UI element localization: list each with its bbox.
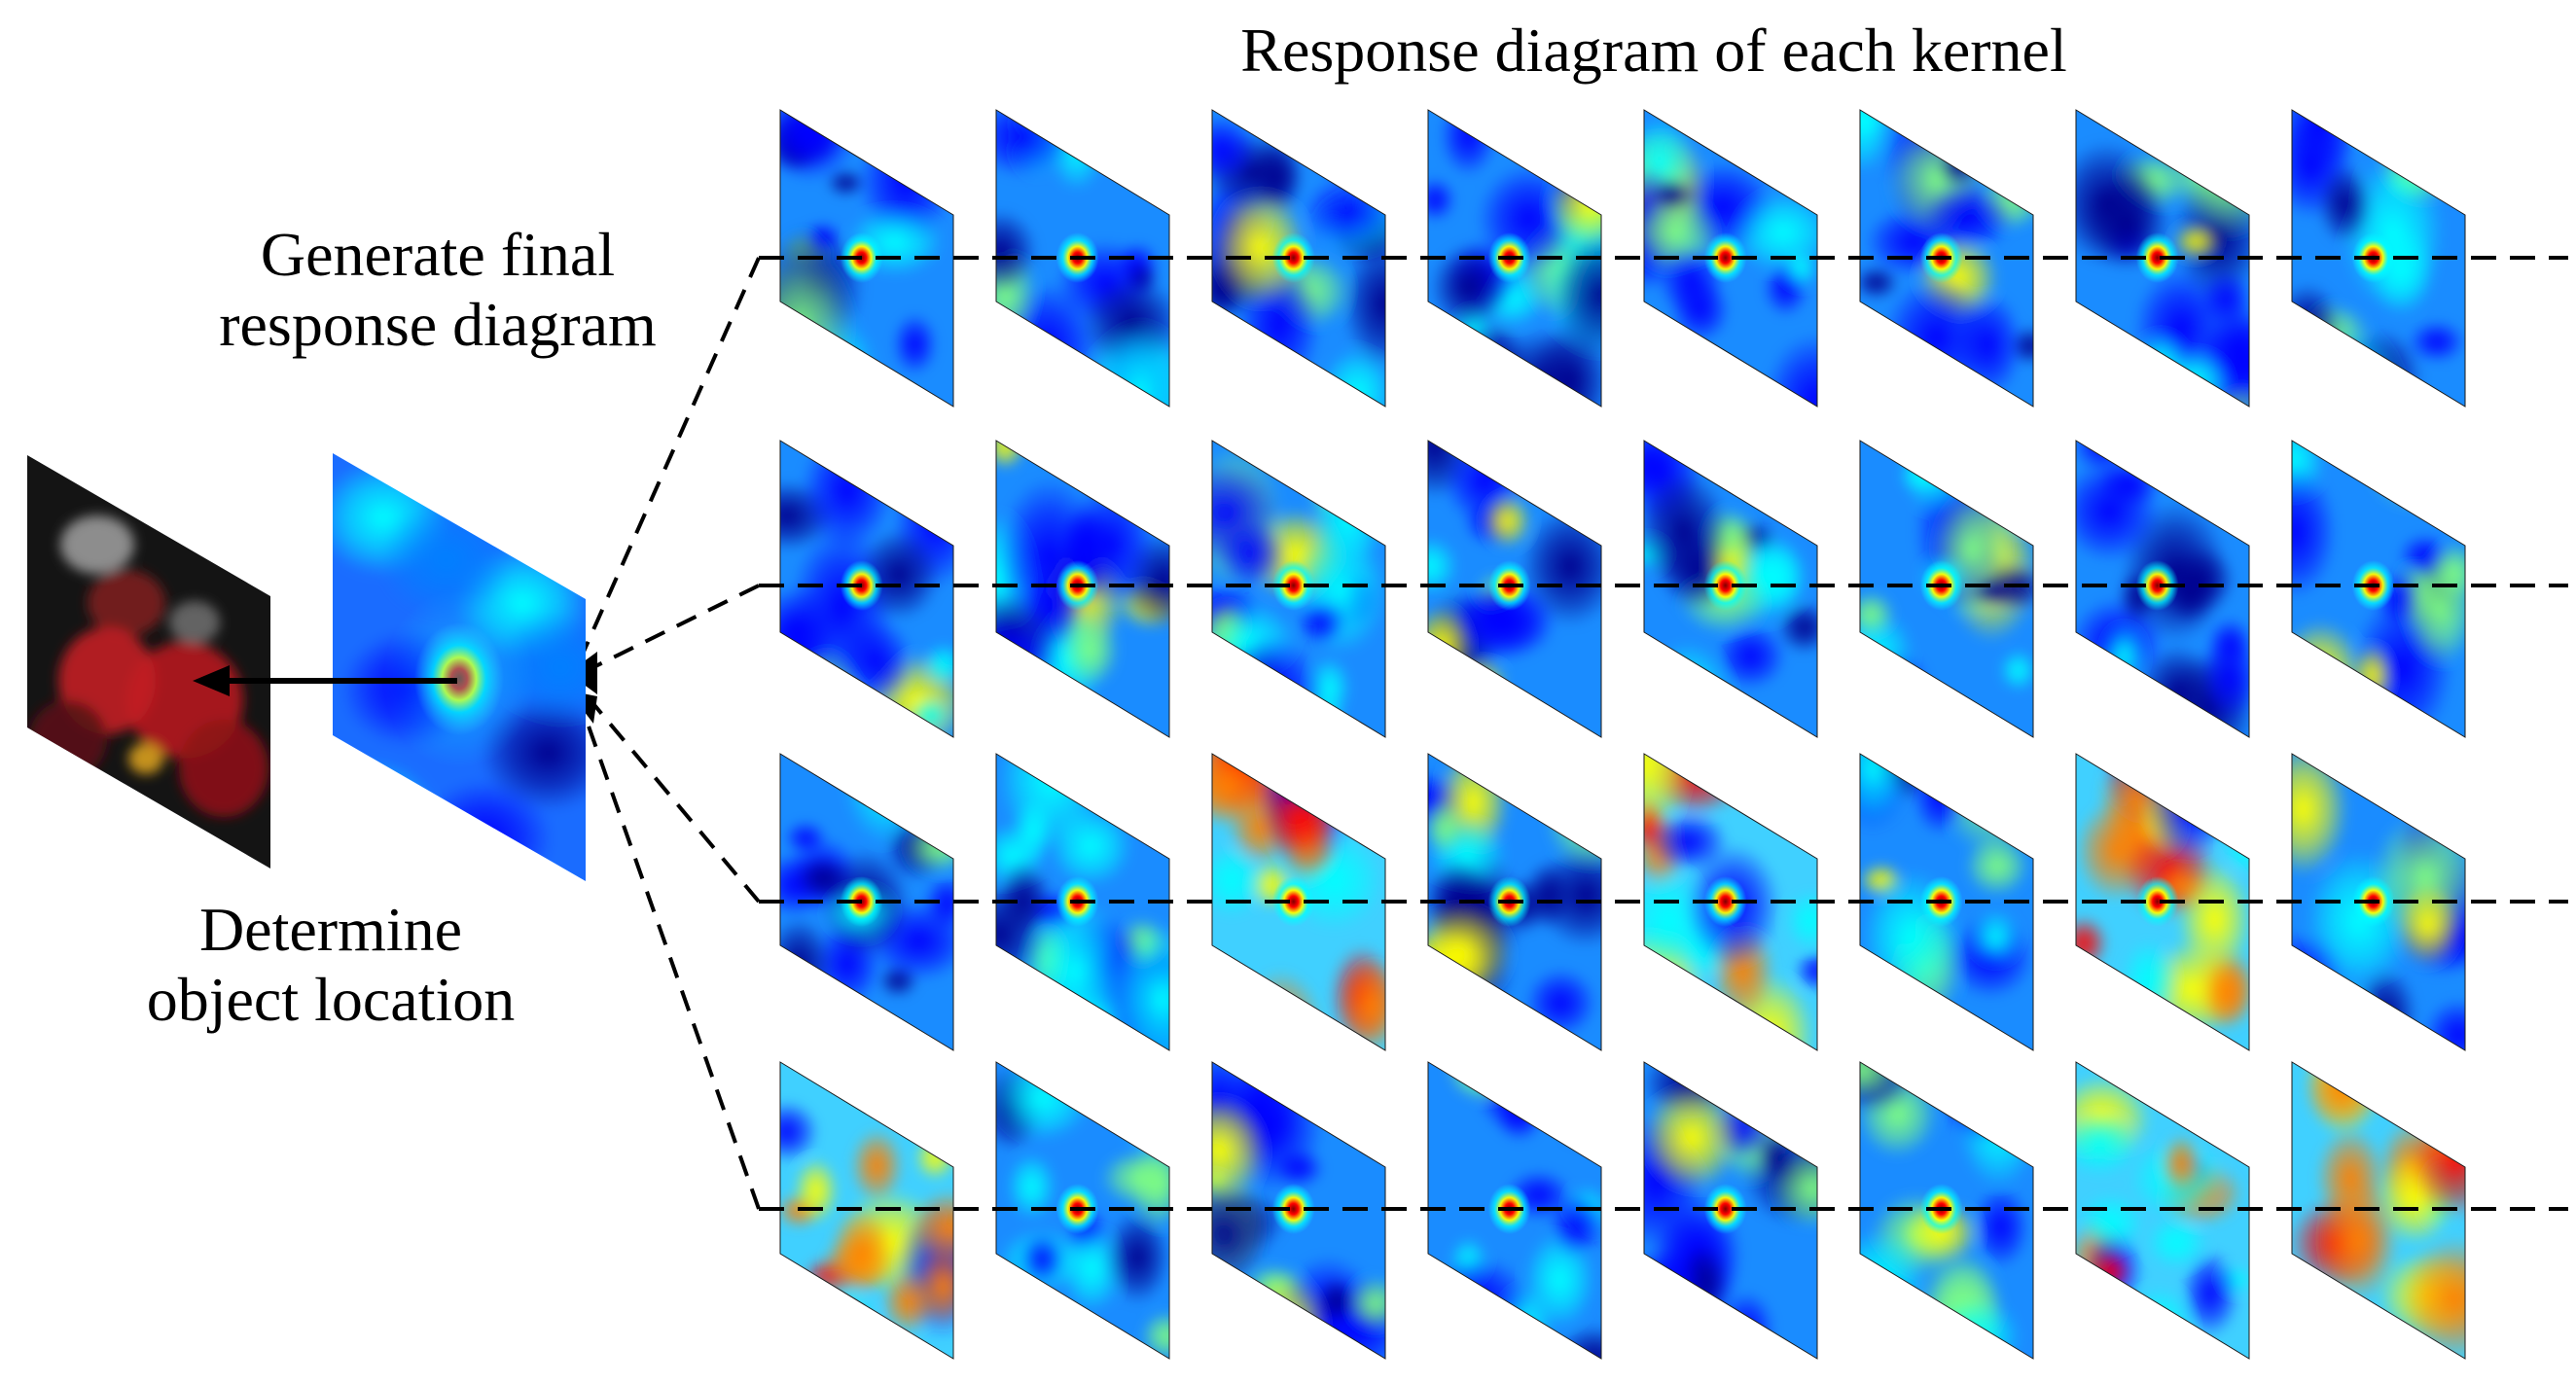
kernel-response-map-r1-c2 <box>996 110 1169 407</box>
kernel-response-map-r4-c3 <box>1212 1062 1385 1359</box>
kernel-response-map-r3-c7 <box>2076 754 2249 1050</box>
connector-line-2 <box>579 584 760 676</box>
kernel-response-map-r1-c3 <box>1212 110 1385 407</box>
connector-line-3 <box>578 686 761 904</box>
kernel-response-map-r3-c3 <box>1212 754 1385 1050</box>
kernel-response-map-r1-c7 <box>2076 110 2249 407</box>
kernel-response-map-r3-c4 <box>1428 754 1601 1050</box>
kernel-response-map-r4-c7 <box>2076 1062 2249 1359</box>
input-video-frame <box>27 455 270 869</box>
generate-final-response-label: Generate final response diagram <box>156 220 720 360</box>
kernel-response-map-r2-c6 <box>1860 441 2033 737</box>
figure-title: Response diagram of each kernel <box>1240 16 2067 85</box>
kernel-response-map-r1-c4 <box>1428 110 1601 407</box>
kernel-response-map-r4-c8 <box>2292 1062 2465 1359</box>
kernel-response-map-r2-c5 <box>1644 441 1817 737</box>
kernel-response-map-r1-c8 <box>2292 110 2465 407</box>
kernel-response-map-r4-c4 <box>1428 1062 1601 1359</box>
kernel-response-map-r2-c1 <box>780 441 953 737</box>
determine-label-line-1: Determine <box>198 895 463 964</box>
final-response-map <box>333 453 586 881</box>
connector-line-1 <box>578 257 761 661</box>
kernel-response-map-r4-c1 <box>780 1062 953 1359</box>
connector-line-4 <box>578 700 761 1210</box>
kernel-response-map-r4-c2 <box>996 1062 1169 1359</box>
kernel-response-map-r3-c2 <box>996 754 1169 1050</box>
kernel-response-map-r3-c5 <box>1644 754 1817 1050</box>
generate-label-line-1: Generate final <box>260 220 616 289</box>
kernel-response-map-r1-c5 <box>1644 110 1817 407</box>
kernel-response-map-r2-c2 <box>996 441 1169 737</box>
location-arrowhead <box>193 665 230 696</box>
determine-location-label: Determine object location <box>88 895 574 1035</box>
generate-label-line-2: response diagram <box>219 290 657 359</box>
kernel-response-map-r3-c8 <box>2292 754 2465 1050</box>
kernel-response-map-r2-c3 <box>1212 441 1385 737</box>
determine-label-line-2: object location <box>146 965 516 1034</box>
kernel-response-map-r2-c7 <box>2076 441 2249 737</box>
kernel-response-map-r4-c5 <box>1644 1062 1817 1359</box>
kernel-response-map-r1-c6 <box>1860 110 2033 407</box>
